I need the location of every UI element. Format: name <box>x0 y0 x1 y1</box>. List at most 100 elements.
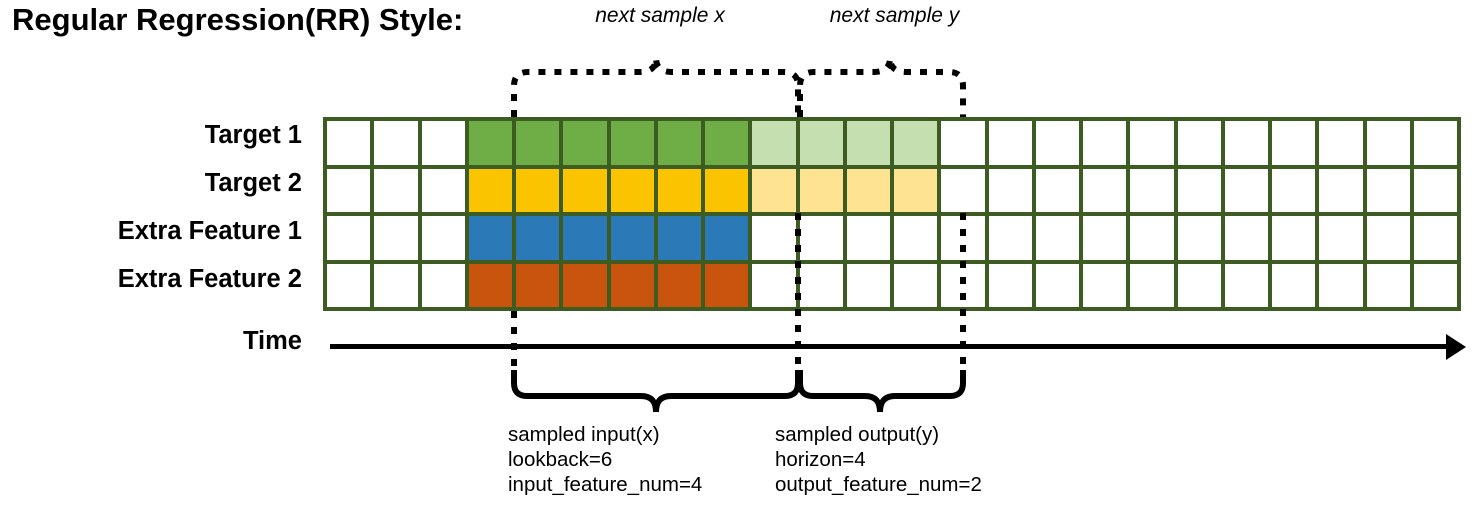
grid-cell <box>1319 168 1363 212</box>
grid-cell <box>657 263 701 307</box>
grid-cell <box>657 121 701 165</box>
row-labels: Target 1 Target 2 Extra Feature 1 Extra … <box>0 117 316 311</box>
grid-cell <box>705 168 749 212</box>
grid-cell <box>1177 216 1221 260</box>
grid-cell <box>610 121 654 165</box>
grid-cell <box>1130 216 1174 260</box>
grid-cell <box>468 168 512 212</box>
grid-cell <box>610 263 654 307</box>
sampled-output-brace <box>797 370 966 413</box>
grid-cell <box>1130 168 1174 212</box>
grid-row-extra-feature-2 <box>327 263 1457 307</box>
grid-cell <box>941 216 985 260</box>
grid-cell <box>563 216 607 260</box>
grid-cell <box>846 168 890 212</box>
grid-cell <box>705 263 749 307</box>
sampled-input-title: sampled input(x) <box>508 423 660 446</box>
grid-cell <box>1319 263 1363 307</box>
sampled-output-title: sampled output(y) <box>775 423 940 446</box>
grid-cell <box>1083 263 1127 307</box>
timeline-grid <box>323 117 1461 311</box>
grid-cell <box>1366 216 1410 260</box>
sampled-input-brace <box>511 370 801 413</box>
grid-cell <box>516 263 560 307</box>
time-axis-label: Time <box>0 327 316 356</box>
grid-cell <box>941 168 985 212</box>
grid-cell <box>468 263 512 307</box>
grid-cell <box>1366 263 1410 307</box>
next-sample-y-label: next sample y <box>829 4 960 27</box>
grid-cell <box>752 263 796 307</box>
grid-cell <box>846 216 890 260</box>
grid-cell <box>941 121 985 165</box>
grid-cell <box>1366 168 1410 212</box>
grid-cell <box>799 263 843 307</box>
grid-cell <box>374 121 418 165</box>
next-sample-x-brace <box>511 57 801 117</box>
grid-cell <box>799 216 843 260</box>
sampled-input-lookback: lookback=6 <box>508 448 613 471</box>
grid-cell <box>1272 121 1316 165</box>
time-axis-arrow-icon <box>1446 334 1466 360</box>
grid-cell <box>752 121 796 165</box>
row-label-extra-feature-1: Extra Feature 1 <box>117 217 302 245</box>
grid-cell <box>1413 263 1457 307</box>
grid-row-extra-feature-1 <box>327 216 1457 260</box>
grid-cell <box>1413 121 1457 165</box>
row-label-target-2: Target 2 <box>204 169 302 197</box>
grid-cell <box>421 263 465 307</box>
grid-cell <box>374 263 418 307</box>
grid-cell <box>705 121 749 165</box>
grid-cell <box>846 263 890 307</box>
grid-cell <box>374 216 418 260</box>
grid-cell <box>894 216 938 260</box>
grid-cell <box>421 168 465 212</box>
time-axis-label-text: Time <box>242 327 302 355</box>
grid-cell <box>327 263 371 307</box>
grid-cell <box>421 216 465 260</box>
grid-cell <box>1224 263 1268 307</box>
grid-cell <box>1177 168 1221 212</box>
row-label-target-1: Target 1 <box>204 121 302 149</box>
grid-cell <box>1224 121 1268 165</box>
sampled-output-horizon: horizon=4 <box>775 448 866 471</box>
time-axis-line <box>330 344 1452 349</box>
grid-cell <box>1272 263 1316 307</box>
grid-cell <box>988 216 1032 260</box>
grid-cell <box>1035 168 1079 212</box>
grid-cell <box>988 121 1032 165</box>
grid-cell <box>1413 216 1457 260</box>
grid-cell <box>1035 216 1079 260</box>
grid-cell <box>705 216 749 260</box>
grid-cell <box>374 168 418 212</box>
sampled-output-featnum: output_feature_num=2 <box>775 473 982 496</box>
next-sample-x-label: next sample x <box>595 4 725 27</box>
grid-cell <box>610 168 654 212</box>
grid-cell <box>1130 121 1174 165</box>
grid-cell <box>1366 121 1410 165</box>
grid-cell <box>1083 121 1127 165</box>
grid-cell <box>516 121 560 165</box>
sampled-input-note: sampled input(x) lookback=6 input_featur… <box>508 422 702 497</box>
sampled-output-note: sampled output(y) horizon=4 output_featu… <box>775 422 982 497</box>
grid-cell <box>421 121 465 165</box>
next-sample-y-brace <box>797 57 966 117</box>
grid-cell <box>563 121 607 165</box>
grid-cell <box>657 216 701 260</box>
page-title: Regular Regression(RR) Style: <box>12 2 464 37</box>
grid-cell <box>799 168 843 212</box>
grid-cell <box>1319 121 1363 165</box>
grid-cell <box>1413 168 1457 212</box>
grid-cell <box>327 121 371 165</box>
grid-cell <box>988 263 1032 307</box>
grid-cell <box>657 168 701 212</box>
grid-cell <box>1177 121 1221 165</box>
grid-cell <box>563 168 607 212</box>
grid-cell <box>846 121 890 165</box>
grid-cell <box>1224 216 1268 260</box>
grid-cell <box>1224 168 1268 212</box>
grid-cell <box>894 121 938 165</box>
grid-cell <box>610 216 654 260</box>
grid-row-target-1 <box>327 121 1457 165</box>
grid-cell <box>516 216 560 260</box>
